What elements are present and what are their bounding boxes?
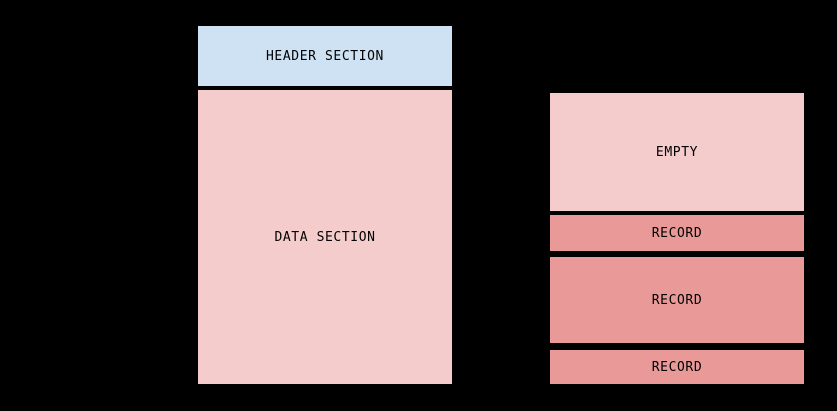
page-layout-group: HEADER SECTION DATA SECTION xyxy=(196,24,454,386)
empty-space-label: EMPTY xyxy=(655,144,699,160)
data-section-detail-group: EMPTY RECORD RECORD RECORD xyxy=(548,91,806,386)
record-block: RECORD xyxy=(548,348,806,386)
record-label: RECORD xyxy=(651,225,703,241)
record-block: RECORD xyxy=(548,255,806,345)
header-section-label: HEADER SECTION xyxy=(266,48,384,64)
empty-space-block: EMPTY xyxy=(548,91,806,213)
data-section-block: DATA SECTION xyxy=(196,88,454,386)
record-block: RECORD xyxy=(548,213,806,253)
record-label: RECORD xyxy=(651,359,703,375)
record-label: RECORD xyxy=(651,292,703,308)
header-section-block: HEADER SECTION xyxy=(196,24,454,88)
data-section-label: DATA SECTION xyxy=(274,229,376,245)
